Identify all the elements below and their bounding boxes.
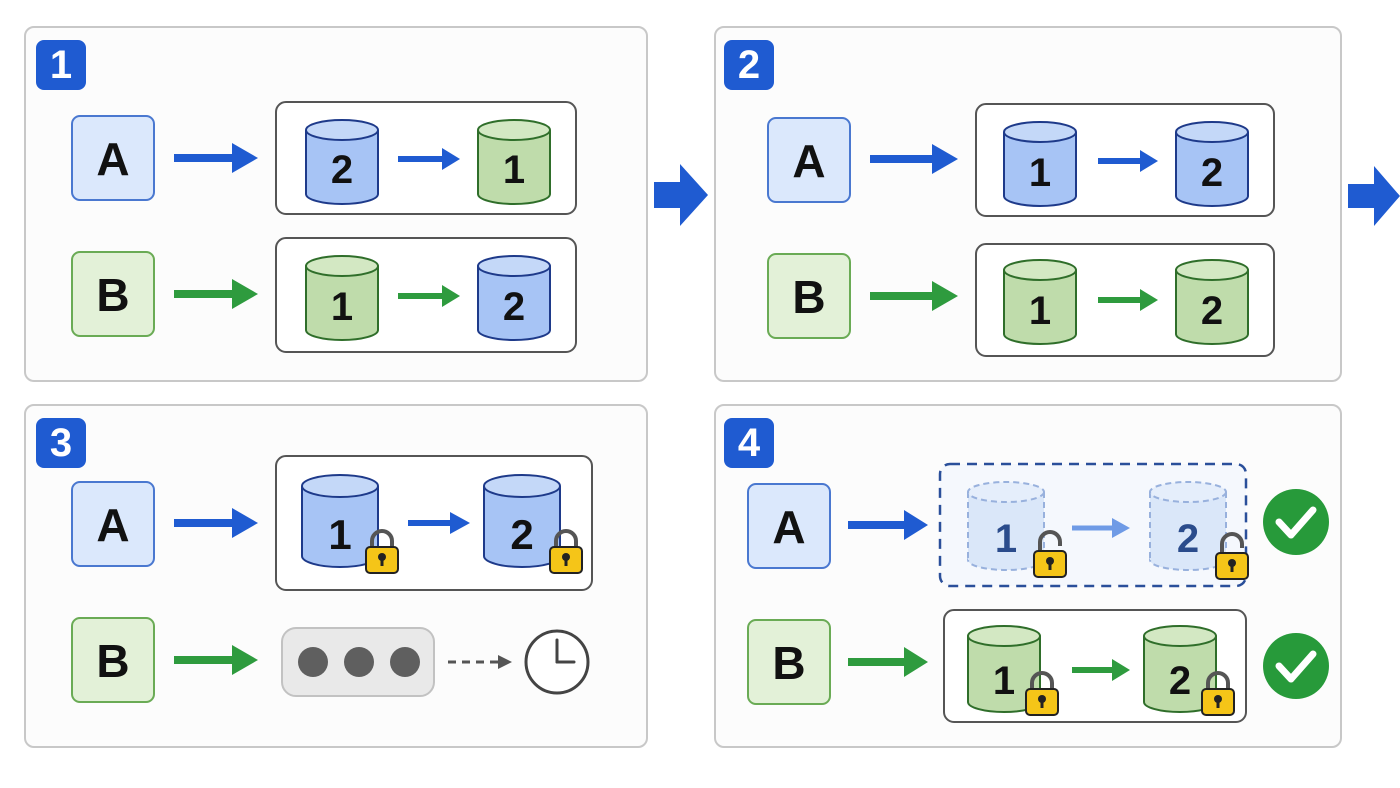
client-box-b: B [71,617,155,703]
client-box-b: B [747,619,831,705]
svg-text:1: 1 [503,148,525,192]
svg-text:B: B [96,635,129,687]
svg-text:2: 2 [510,511,533,558]
cylinder-blue: 1 [1003,121,1077,207]
cylinder-green: 1 [305,255,379,341]
client-box-b: B [767,253,851,339]
cylinder-green: 1 [1003,259,1077,345]
svg-text:2: 2 [1201,289,1223,333]
client-box-a: A [71,115,155,201]
svg-text:B: B [772,637,805,689]
arrow-right-icon [848,510,928,540]
client-box-a: A [767,117,851,203]
check-circle-icon [1263,489,1329,555]
arrow-right-icon [398,285,460,307]
step-badge-4: 4 [724,418,774,468]
cylinder-blue: 2 [305,119,379,205]
cylinder-blue: 2 [483,474,561,568]
svg-text:B: B [96,269,129,321]
arrow-right-icon [174,645,258,675]
arrow-right-icon [848,647,928,677]
cylinder-blue: 1 [301,474,379,568]
svg-text:1: 1 [331,285,353,329]
client-box-a: A [71,481,155,567]
step-badge-1: 1 [36,40,86,90]
svg-text:B: B [792,271,825,323]
arrow-right-icon [174,143,258,173]
arrow-right-icon [174,279,258,309]
cylinder-green: 2 [1175,259,1249,345]
client-box-a: A [747,483,831,569]
svg-text:A: A [96,133,129,185]
check-circle-icon [1263,633,1329,699]
arrow-right-icon [398,148,460,170]
arrow-right-icon [654,164,708,226]
cylinder-label: 2 [1177,517,1199,561]
svg-text:2: 2 [1201,151,1223,195]
cylinder-blue-faded [1149,481,1227,571]
arrow-right-icon [870,144,958,174]
cylinder-blue: 2 [477,255,551,341]
dashed-arrow-icon [448,655,512,669]
svg-text:1: 1 [993,659,1015,703]
svg-text:A: A [96,499,129,551]
arrow-right-icon [870,281,958,311]
arrow-right-icon [1072,659,1130,681]
cylinder-blue: 2 [1175,121,1249,207]
svg-text:A: A [792,135,825,187]
svg-text:1: 1 [1029,289,1051,333]
step-badge-2: 2 [724,40,774,90]
svg-text:1: 1 [1029,151,1051,195]
arrow-right-icon [1348,166,1400,226]
svg-text:2: 2 [1169,659,1191,703]
client-box-b: B [71,251,155,337]
arrow-right-icon [1098,150,1158,172]
svg-text:2: 2 [331,148,353,192]
arrow-right-icon [174,508,258,538]
cylinder-green: 1 [477,119,551,205]
waiting-dots-indicator [281,627,435,697]
arrow-right-icon [1072,518,1130,538]
arrow-right-icon [1098,289,1158,311]
cylinder-blue-faded [967,481,1045,571]
cylinder-label: 1 [995,517,1017,561]
step-badge-3: 3 [36,418,86,468]
svg-text:1: 1 [328,511,351,558]
svg-text:2: 2 [503,285,525,329]
clock-icon [524,629,590,695]
svg-text:A: A [772,501,805,553]
arrow-right-icon [408,512,470,534]
